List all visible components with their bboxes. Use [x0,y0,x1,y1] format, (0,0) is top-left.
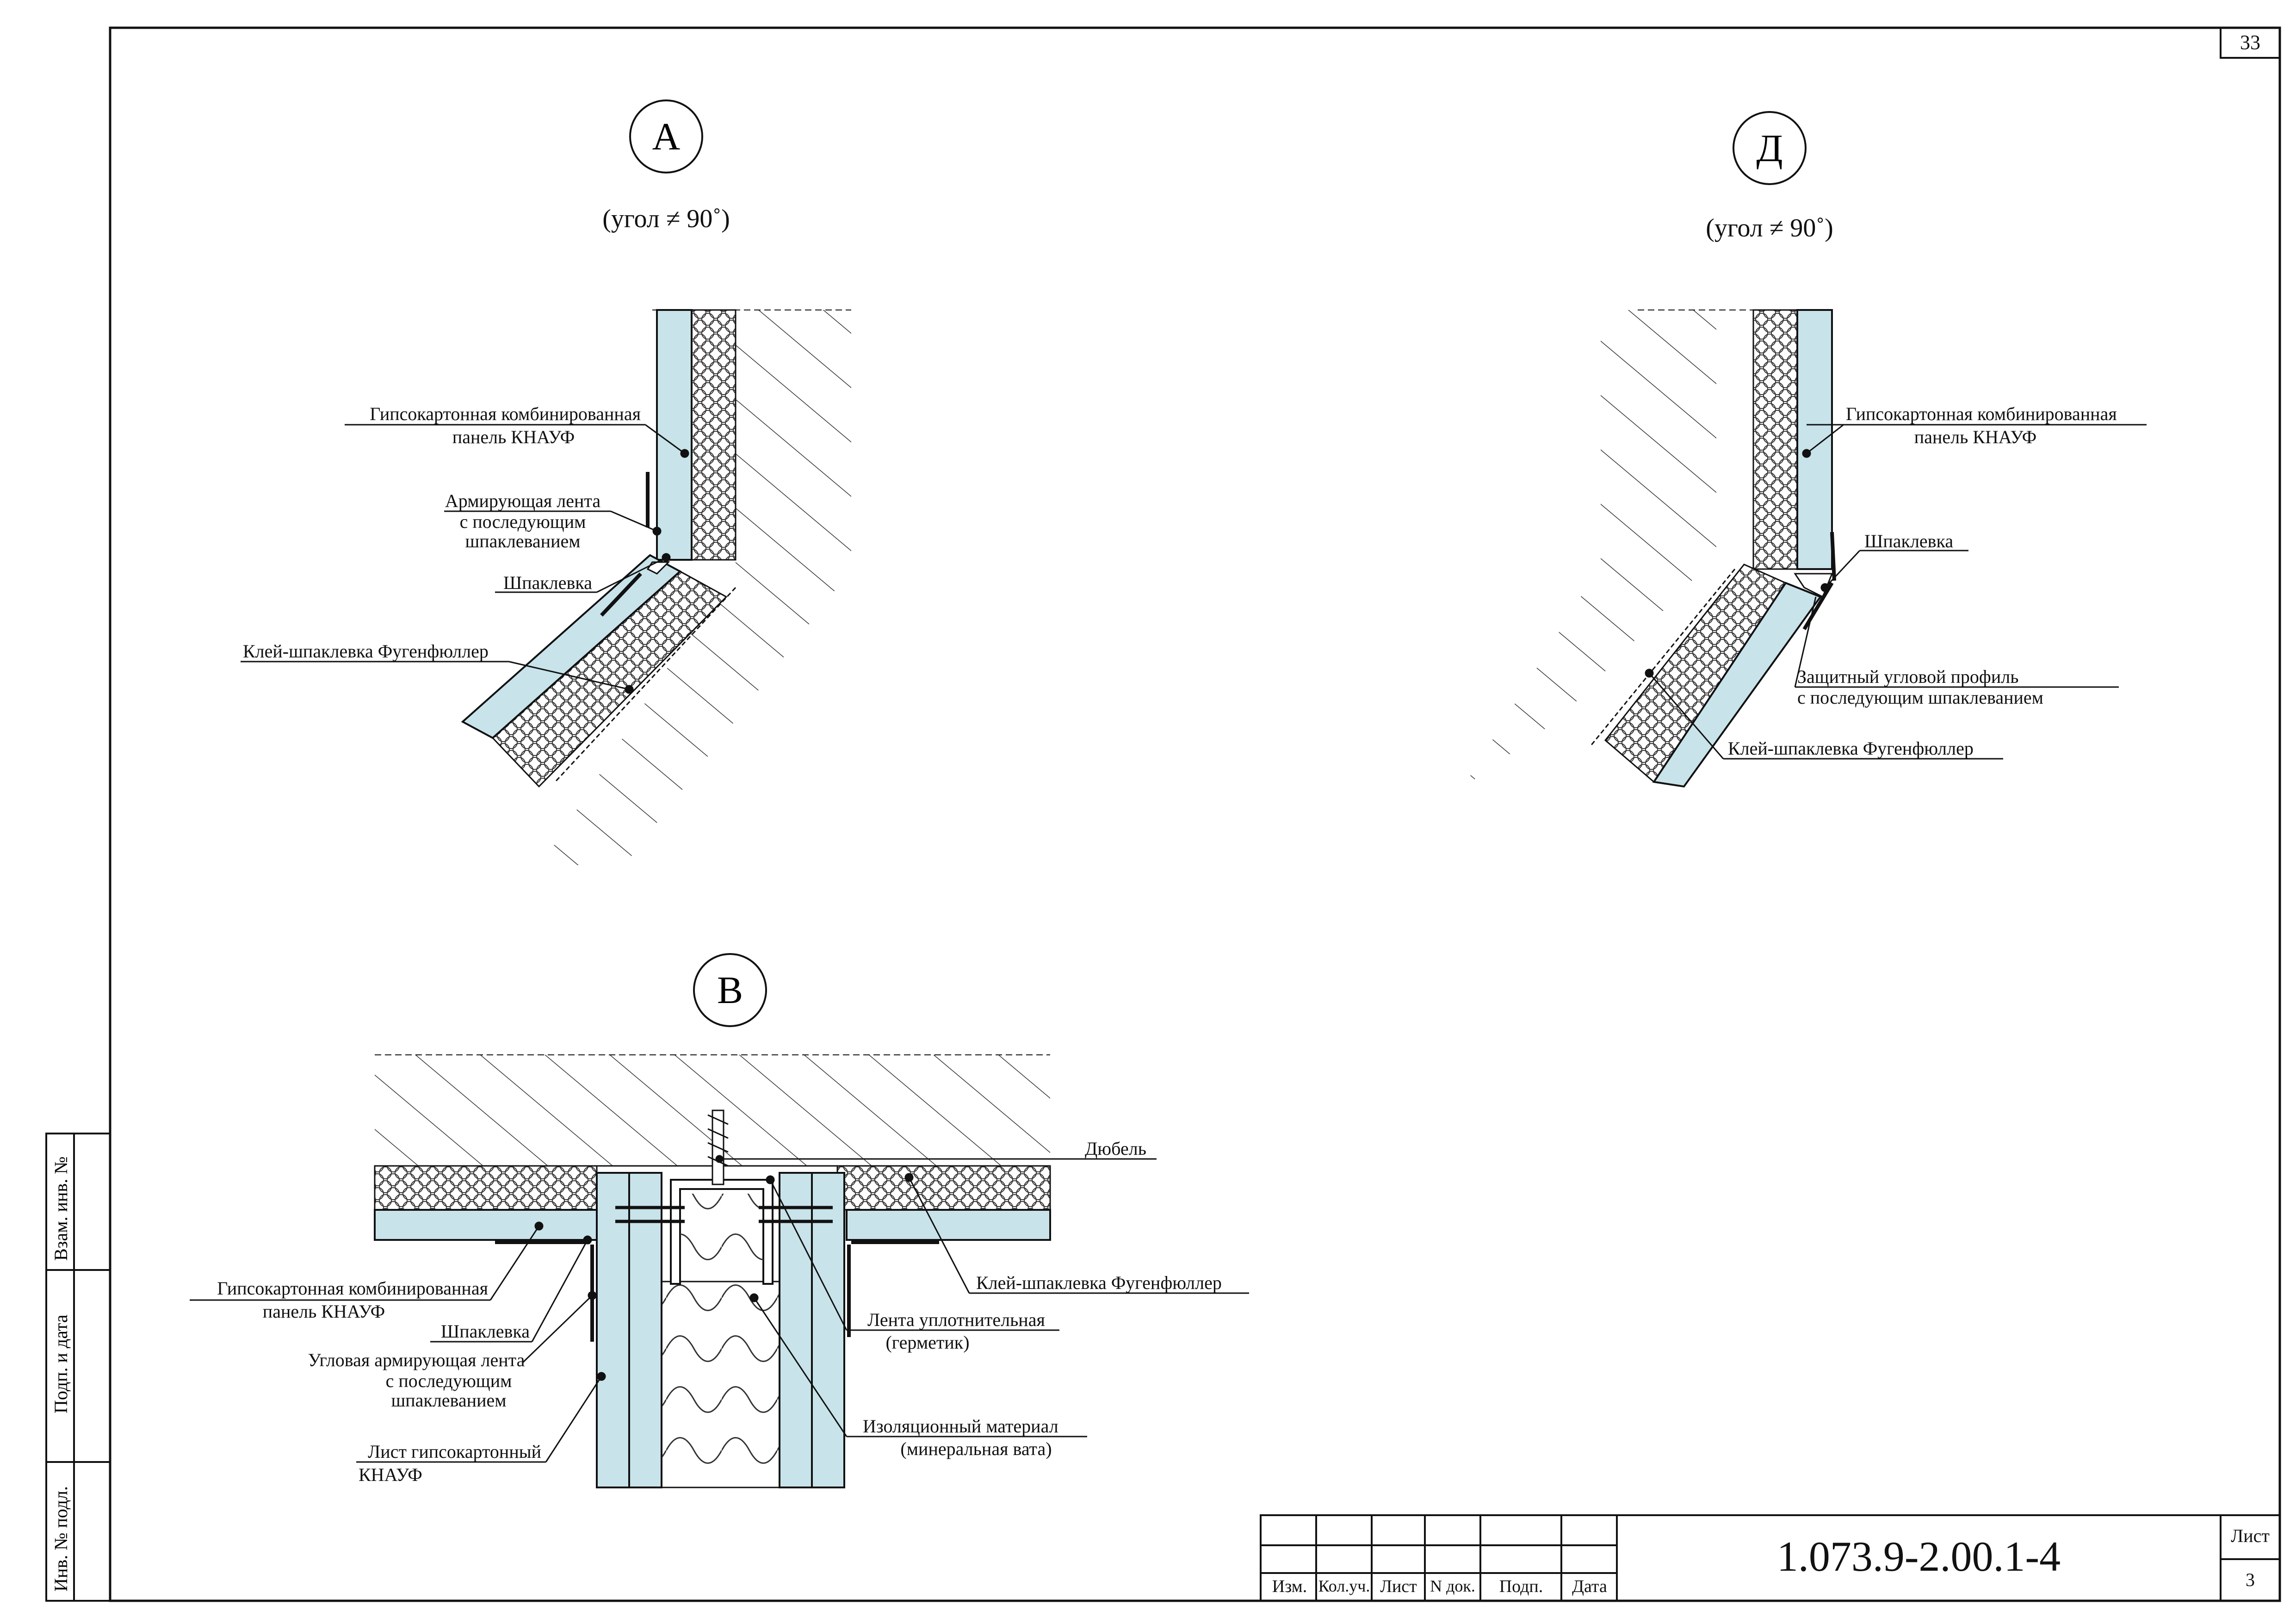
detail-b-seal-label-2: (герметик) [885,1332,970,1353]
sheet-label: Лист [2231,1525,2270,1546]
detail-b-bubble: В [693,953,767,1027]
detail-d-panel-label-2: панель КНАУФ [1914,427,2037,447]
side-stamp [45,1133,111,1602]
corner-number-box [2220,27,2281,59]
title-header-podp: Подп. [1499,1577,1543,1596]
detail-a-drawing [461,309,851,865]
side-stamp-field-3: Инв. № подл. [50,1486,71,1592]
detail-b-panel-label-2: панель КНАУФ [262,1301,385,1322]
title-header-data: Дата [1572,1577,1607,1596]
title-header-kol: Кол.уч. [1318,1577,1370,1595]
document-code: 1.073.9-2.00.1-4 [1776,1533,2061,1580]
detail-b-seal-label-1: Лента уплотнительная [867,1309,1045,1330]
detail-a-glue-label: Клей-шпаклевка Фугенфюллер [243,641,489,662]
detail-b-tape-label-2: с последующим [385,1370,512,1391]
detail-d-putty-label: Шпаклевка [1864,531,1954,551]
detail-d-letter: Д [1756,126,1783,170]
detail-a-tape-label-1: Армирующая лента [445,490,601,511]
detail-a-letter: А [652,115,681,158]
sheet-frame [109,26,2281,1602]
detail-b-putty-label: Шпаклевка [440,1321,530,1342]
title-header-ndok: N док. [1430,1577,1475,1595]
detail-b-insul-label-1: Изоляционный материал [863,1416,1058,1437]
detail-b-dowel-label: Дюбель [1085,1138,1146,1159]
detail-b-panel-label-1: Гипсокартонная комбинированная [217,1278,488,1299]
detail-d-leaders [1645,424,2147,760]
detail-a-putty-label: Шпаклевка [503,572,592,593]
detail-b-tape-label-1: Угловая армирующая лента [308,1350,525,1370]
detail-a-bubble: А [629,99,703,173]
side-stamp-field-2: Подп. и дата [50,1314,71,1413]
detail-d-profile-label-2: с последующим шпаклеванием [1797,687,2043,708]
detail-b-sheet-label-1: Лист гипсокартонный [368,1441,541,1462]
title-block [1260,1514,2281,1602]
detail-a-tape-label-3: шпаклеванием [465,531,581,551]
detail-b-tape-label-3: шпаклеванием [391,1390,507,1411]
detail-d-panel-label-1: Гипсокартонная комбинированная [1846,403,2117,424]
detail-a-panel-label-1: Гипсокартонная комбинированная [370,403,641,424]
detail-a-panel-label-2: панель КНАУФ [452,427,575,447]
detail-a-tape-label-2: с последующим [459,511,586,532]
detail-a-caption: (угол ≠ 90˚) [602,204,730,233]
title-header-list: Лист [1380,1577,1417,1596]
title-header-izm: Изм. [1272,1577,1307,1596]
detail-d-profile-label-1: Защитный угловой профиль [1797,666,2019,687]
detail-b-insul-label-2: (минеральная вата) [900,1438,1052,1459]
detail-d-caption: (угол ≠ 90˚) [1706,214,1833,242]
sheet-corner-number: 33 [2240,31,2260,54]
detail-b-letter: В [717,968,743,1012]
detail-d-bubble: Д [1733,111,1807,185]
detail-b-leaders [190,1155,1249,1463]
detail-b-drawing [374,1054,1051,1488]
detail-a-leaders [241,424,689,694]
side-stamp-field-1: Взам. инв. № [50,1156,71,1261]
detail-b-glue-label: Клей-шпаклевка Фугенфюллер [976,1272,1222,1293]
sheet-number: 3 [2246,1569,2255,1590]
detail-d-drawing [1467,309,1836,788]
detail-d-glue-label: Клей-шпаклевка Фугенфюллер [1728,738,1974,759]
detail-b-sheet-label-2: КНАУФ [359,1464,422,1485]
